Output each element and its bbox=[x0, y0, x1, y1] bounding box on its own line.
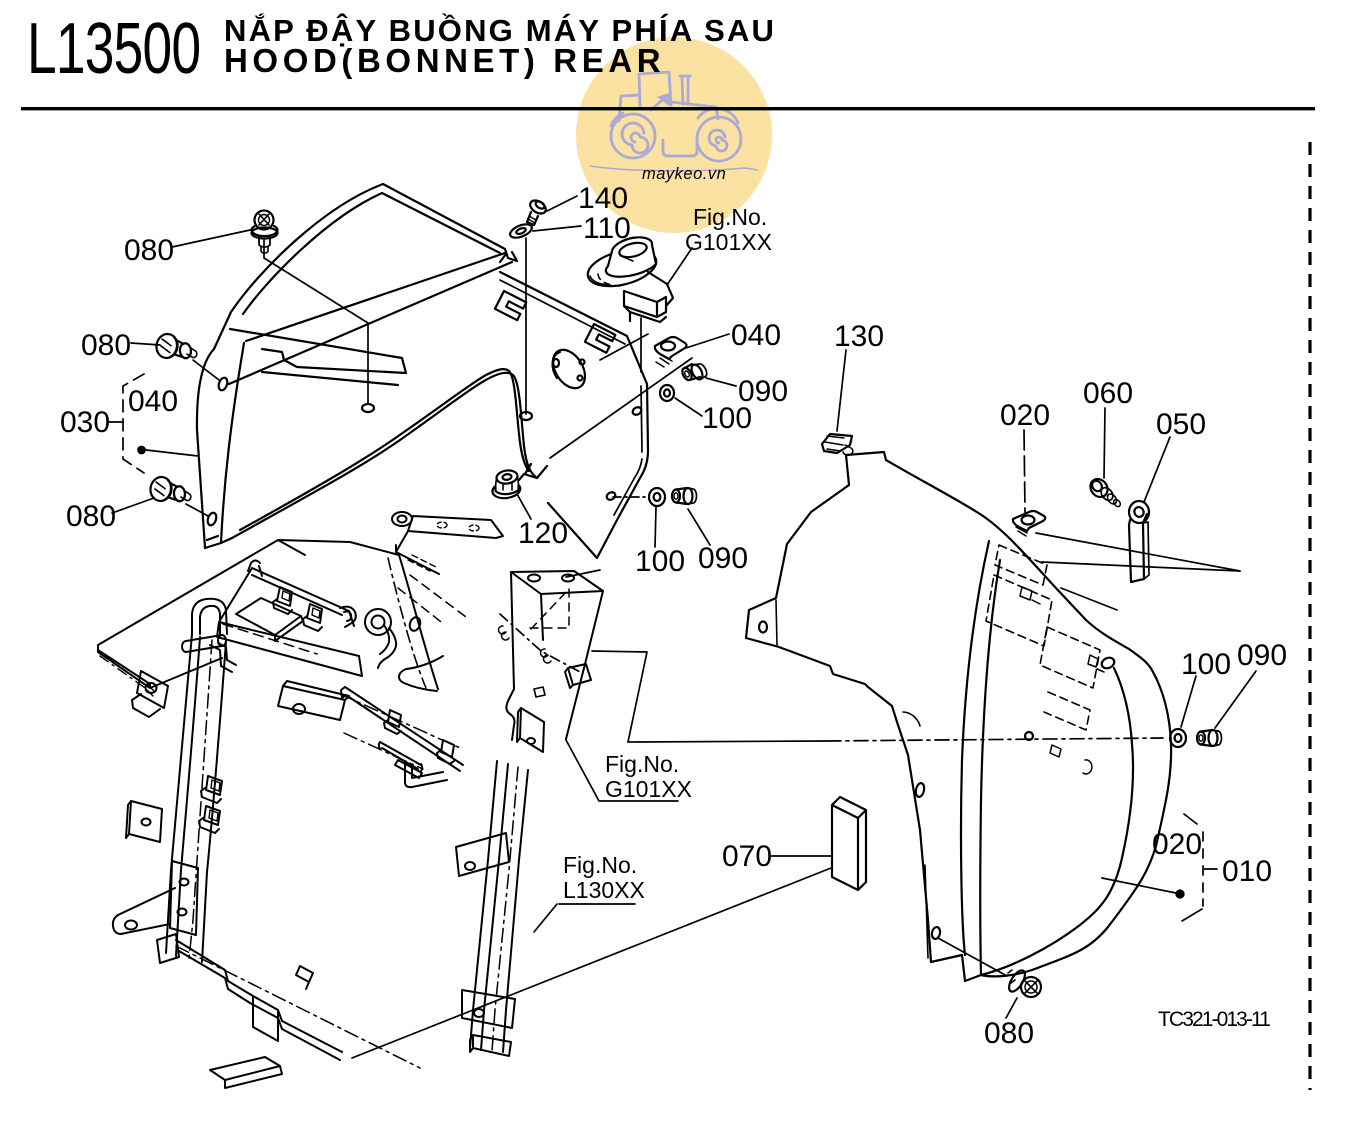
svg-text:NẮP ĐẬY BUỒNG MÁY PHÍA SAU: NẮP ĐẬY BUỒNG MÁY PHÍA SAU bbox=[224, 12, 776, 48]
svg-text:060: 060 bbox=[1083, 377, 1133, 410]
svg-text:100: 100 bbox=[702, 402, 752, 435]
svg-text:030: 030 bbox=[60, 406, 110, 439]
svg-text:080: 080 bbox=[81, 329, 131, 362]
svg-text:090: 090 bbox=[1237, 639, 1287, 672]
svg-text:070: 070 bbox=[722, 840, 772, 873]
svg-text:TC321-013-11: TC321-013-11 bbox=[1158, 1008, 1270, 1031]
svg-text:100: 100 bbox=[1181, 648, 1231, 681]
svg-text:090: 090 bbox=[698, 542, 748, 575]
svg-text:110: 110 bbox=[583, 212, 631, 245]
svg-text:040: 040 bbox=[731, 319, 781, 352]
svg-text:G101XX: G101XX bbox=[685, 229, 772, 255]
svg-text:L13500: L13500 bbox=[27, 9, 200, 89]
svg-text:maykeo.vn: maykeo.vn bbox=[642, 165, 726, 183]
svg-text:Fig.No.: Fig.No. bbox=[563, 852, 637, 878]
svg-text:L130XX: L130XX bbox=[563, 877, 645, 903]
svg-text:020: 020 bbox=[1152, 828, 1202, 861]
svg-text:050: 050 bbox=[1156, 408, 1206, 441]
svg-text:100: 100 bbox=[635, 545, 685, 578]
svg-text:080: 080 bbox=[124, 234, 174, 267]
svg-text:HOOD(BONNET) REAR: HOOD(BONNET) REAR bbox=[224, 42, 665, 79]
svg-text:010: 010 bbox=[1222, 855, 1272, 888]
svg-text:140: 140 bbox=[578, 182, 628, 215]
svg-text:Fig.No.: Fig.No. bbox=[693, 204, 767, 230]
svg-text:080: 080 bbox=[66, 500, 116, 533]
svg-text:090: 090 bbox=[738, 375, 788, 408]
svg-text:G101XX: G101XX bbox=[605, 776, 692, 802]
svg-text:120: 120 bbox=[518, 517, 568, 550]
svg-text:Fig.No.: Fig.No. bbox=[605, 751, 679, 777]
svg-text:020: 020 bbox=[1000, 399, 1050, 432]
svg-text:080: 080 bbox=[984, 1017, 1034, 1050]
svg-text:130: 130 bbox=[834, 320, 884, 353]
svg-text:040: 040 bbox=[128, 385, 178, 418]
